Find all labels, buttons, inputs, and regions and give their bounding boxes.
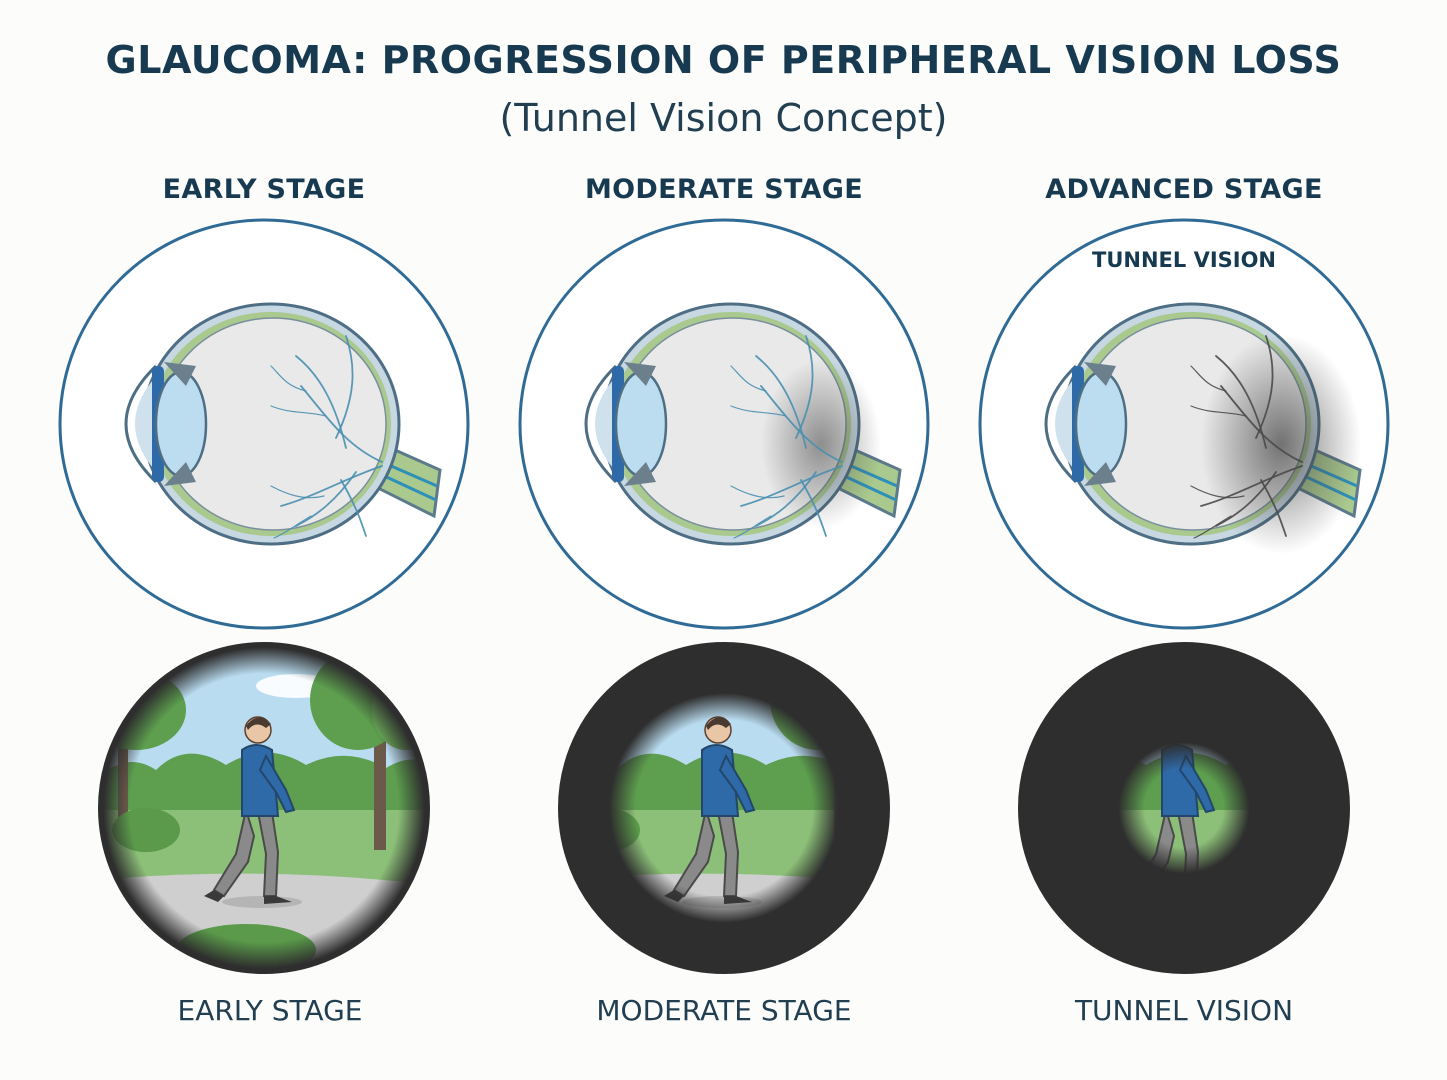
eye-cross-section-icon [58, 218, 470, 630]
lens [614, 370, 668, 478]
stage-caption-early: EARLY STAGE [177, 994, 363, 1027]
blood-vessel [730, 405, 787, 417]
blood-vessel [273, 515, 312, 539]
vision-field-border [98, 642, 430, 974]
blood-vessel [270, 405, 327, 417]
vision-field-view-early [98, 642, 430, 974]
eye-cross-section [124, 302, 442, 546]
eye-cross-section [584, 302, 902, 546]
vision-field-view-moderate [558, 642, 890, 974]
lens [1074, 370, 1128, 478]
vision-field-view-advanced [1018, 642, 1350, 974]
vision-field-border [558, 642, 890, 974]
inner-label-tunnel-vision: TUNNEL VISION [1092, 248, 1276, 272]
blood-vessel [730, 485, 785, 499]
blood-vessel [1200, 465, 1303, 507]
blood-vessel [760, 385, 843, 463]
stage-heading-early: EARLY STAGE [162, 174, 366, 205]
vision-field-border [1018, 642, 1350, 974]
cornea [584, 364, 618, 484]
blood-vessel [800, 479, 827, 537]
blood-vessel [730, 365, 767, 392]
eye-cross-section-icon [518, 218, 930, 630]
blood-vessel [1190, 405, 1247, 417]
blood-vessel [300, 385, 383, 463]
vision-loss-vignette [560, 644, 888, 972]
blood-vessel [740, 465, 843, 507]
blood-vessel [1215, 471, 1277, 527]
optic-nerve-damage [1201, 334, 1361, 554]
blood-vessel [755, 471, 817, 527]
blood-vessel [755, 355, 807, 449]
ciliary-body-top [164, 362, 196, 386]
blood-vessel [1255, 335, 1274, 439]
vision-loss-vignette [1020, 644, 1348, 972]
blood-vessel [295, 471, 357, 527]
ciliary-body-bottom [1084, 462, 1116, 486]
blood-vessel [1215, 355, 1267, 449]
blood-vessel [295, 355, 347, 449]
eye-cross-section [1044, 302, 1362, 554]
stage-heading-advanced: ADVANCED STAGE [1045, 174, 1323, 205]
stage-heading-moderate: MODERATE STAGE [585, 174, 863, 205]
optic-nerve-damage [761, 359, 881, 529]
blood-vessel [1220, 385, 1303, 463]
stage-caption-moderate: MODERATE STAGE [596, 994, 852, 1027]
page-title: GLAUCOMA: PROGRESSION OF PERIPHERAL VISI… [105, 38, 1342, 82]
cornea [1044, 364, 1078, 484]
ciliary-body-bottom [164, 462, 196, 486]
blood-vessel [1190, 365, 1227, 392]
ciliary-body-bottom [624, 462, 656, 486]
lens [154, 370, 208, 478]
cornea [124, 364, 158, 484]
blood-vessel [335, 335, 354, 439]
ciliary-body-top [1084, 362, 1116, 386]
blood-vessel [270, 485, 325, 499]
blood-vessel [270, 365, 307, 392]
blood-vessel [1190, 485, 1245, 499]
blood-vessel [795, 335, 814, 439]
stage-caption-tunnel-vision: TUNNEL VISION [1074, 994, 1294, 1027]
vision-loss-vignette [100, 644, 428, 972]
page-subtitle: (Tunnel Vision Concept) [499, 96, 948, 140]
blood-vessel [1193, 515, 1232, 539]
eye-cross-section-icon [978, 218, 1390, 630]
blood-vessel [280, 465, 383, 507]
ciliary-body-top [624, 362, 656, 386]
blood-vessel [1260, 479, 1287, 537]
blood-vessel [733, 515, 772, 539]
blood-vessel [340, 479, 367, 537]
